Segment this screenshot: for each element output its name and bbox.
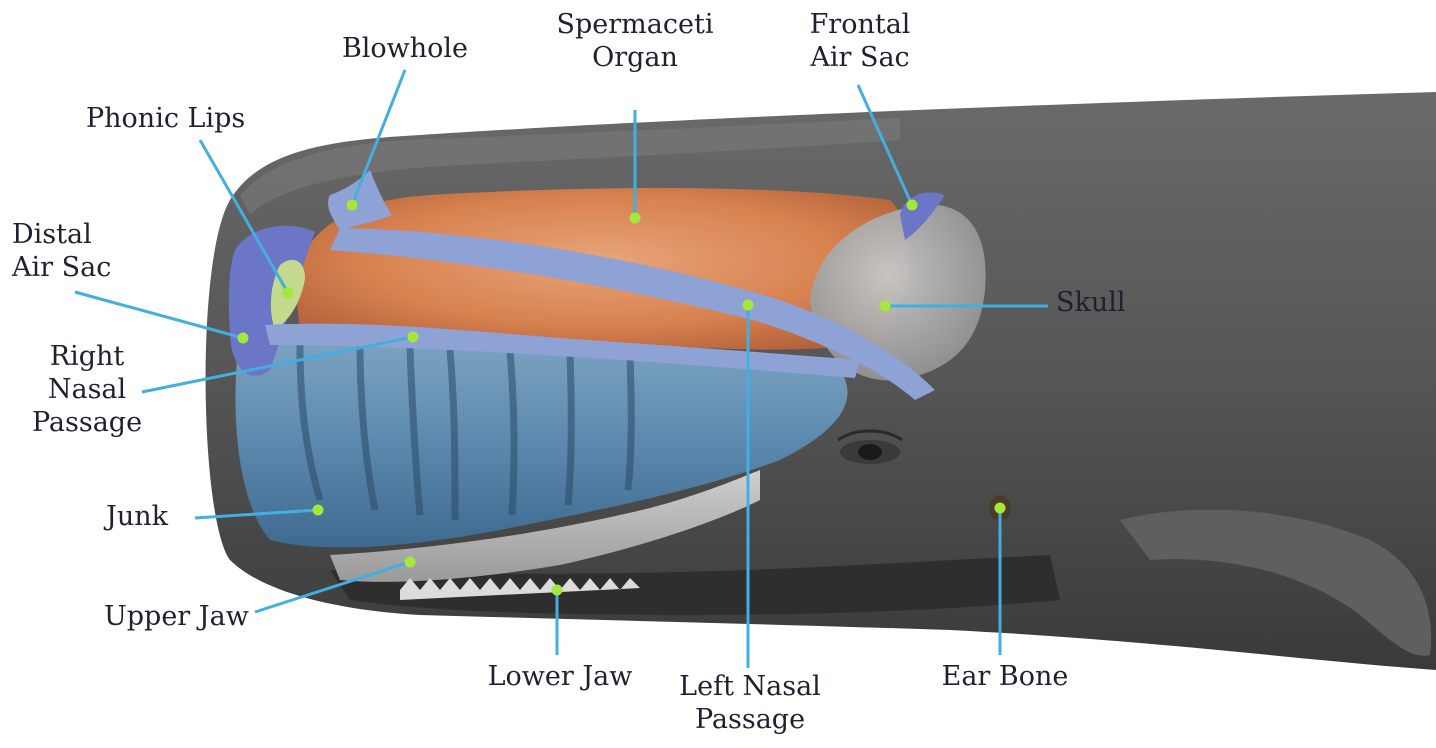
dot-left-nasal-passage (743, 300, 754, 311)
label-line: Nasal (12, 373, 162, 406)
label-upper-jaw: Upper Jaw (104, 600, 274, 633)
label-left-nasal-passage: Left Nasal Passage (660, 670, 840, 736)
label-line: Air Sac (790, 41, 930, 74)
dot-distal-air-sac (238, 333, 249, 344)
dot-ear-bone (995, 503, 1006, 514)
label-distal-air-sac: Distal Air Sac (12, 218, 152, 284)
dot-upper-jaw (405, 557, 416, 568)
dot-blowhole (347, 200, 358, 211)
label-line: Air Sac (12, 251, 152, 284)
label-line: Distal (12, 218, 152, 251)
label-line: Ear Bone (930, 660, 1080, 693)
label-skull: Skull (1056, 286, 1156, 319)
label-blowhole: Blowhole (330, 32, 480, 65)
label-line: Right (12, 340, 162, 373)
label-line: Passage (660, 703, 840, 736)
label-line: Lower Jaw (475, 660, 645, 693)
dot-lower-jaw (552, 585, 563, 596)
label-line: Skull (1056, 286, 1156, 319)
label-line: Frontal (790, 8, 930, 41)
label-line: Blowhole (330, 32, 480, 65)
label-lower-jaw: Lower Jaw (475, 660, 645, 693)
dot-phonic-lips (283, 288, 294, 299)
label-junk: Junk (106, 500, 206, 533)
label-phonic-lips: Phonic Lips (86, 102, 266, 135)
label-ear-bone: Ear Bone (930, 660, 1080, 693)
dot-right-nasal-passage (408, 332, 419, 343)
dot-skull (880, 301, 891, 312)
dot-junk (313, 505, 324, 516)
label-line: Passage (12, 406, 162, 439)
dot-spermaceti-organ (630, 213, 641, 224)
label-line: Spermaceti (550, 8, 720, 41)
label-line: Left Nasal (660, 670, 840, 703)
label-frontal-air-sac: Frontal Air Sac (790, 8, 930, 74)
label-right-nasal-passage: Right Nasal Passage (12, 340, 162, 439)
label-spermaceti-organ: Spermaceti Organ (550, 8, 720, 74)
label-line: Organ (550, 41, 720, 74)
dot-frontal-air-sac (907, 200, 918, 211)
label-line: Upper Jaw (104, 600, 274, 633)
label-line: Phonic Lips (86, 102, 266, 135)
label-line: Junk (106, 500, 206, 533)
